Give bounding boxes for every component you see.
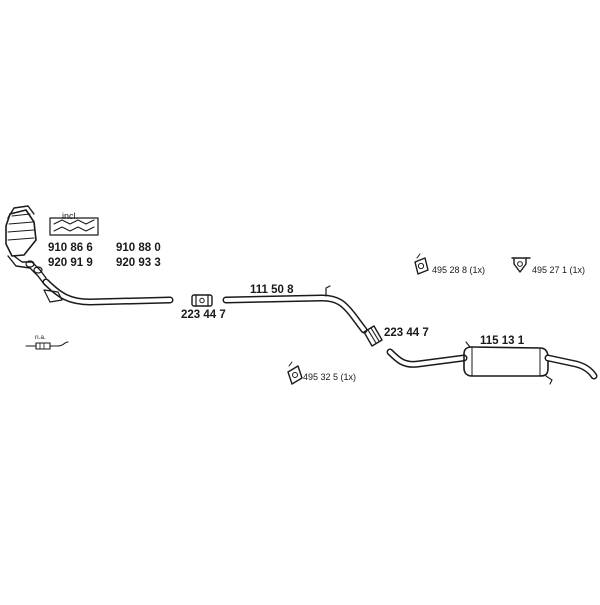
fitting-kit-box: incl. [49,211,99,236]
rear-silencer-part-number: 115 13 1 [480,335,525,347]
lambda-sensor: n.a. [25,334,69,350]
rubber-mount-3 [287,361,303,385]
catalytic-converter [5,205,174,306]
rubber-mount-2 [511,257,531,273]
rubber-mount-2-label: 495 27 1 (1x) [532,265,585,275]
clamp-1 [191,294,213,307]
not-available-label: n.a. [35,334,46,341]
rear-silencer [386,341,598,385]
cat-part-number-1: 910 86 6 [48,242,93,254]
kit-included-label: incl. [62,211,78,221]
rubber-mount-3-label: 495 32 5 (1x) [303,372,356,382]
cat-part-number-3: 920 91 9 [48,257,93,269]
clamp-2-part-number: 223 44 7 [384,327,429,339]
clamp-1-part-number: 223 44 7 [181,309,226,321]
rubber-mount-1-label: 495 28 8 (1x) [432,265,485,275]
cat-part-number-4: 920 93 3 [116,257,161,269]
middle-pipe [222,285,368,334]
clamp-2 [363,325,383,347]
middle-pipe-part-number: 111 50 8 [250,284,294,296]
rubber-mount-1 [414,253,429,275]
cat-part-number-2: 910 88 0 [116,242,161,254]
